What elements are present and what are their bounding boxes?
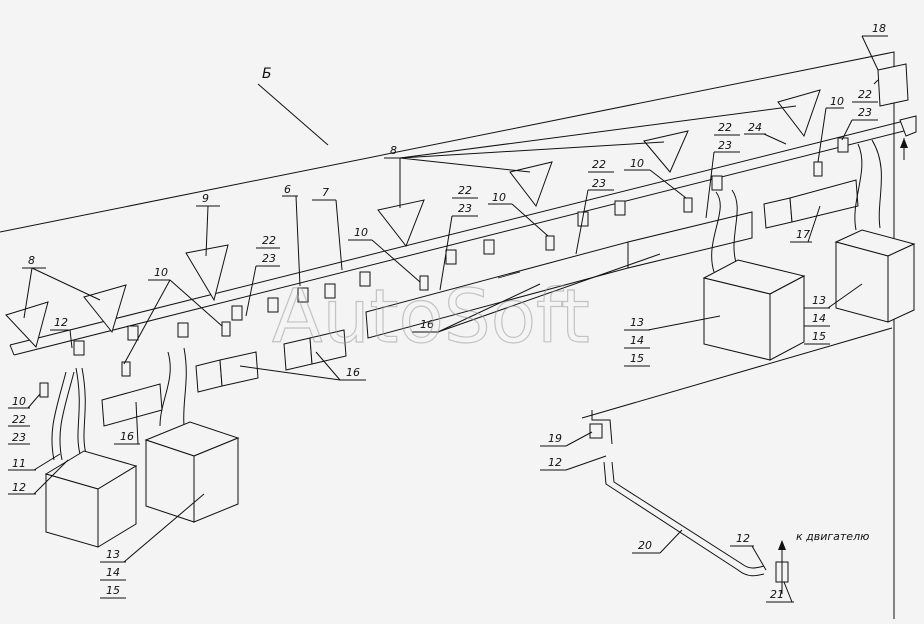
- label-15: 15: [812, 330, 826, 343]
- label-22: 22: [858, 88, 872, 101]
- view-frame: [0, 51, 895, 619]
- label-8: 8: [390, 144, 397, 157]
- label-22: 22: [718, 121, 732, 134]
- label-16: 16: [420, 318, 434, 331]
- label-8: 8: [28, 254, 35, 267]
- label-16: 16: [346, 366, 360, 379]
- label-13: 13: [630, 316, 644, 329]
- view-label: Б: [262, 66, 272, 82]
- engine-note: к двигателю: [796, 530, 869, 543]
- label-10: 10: [12, 395, 26, 408]
- label-14: 14: [812, 312, 826, 325]
- label-12: 12: [54, 316, 68, 329]
- reference-labels: 18 10 22 23 24 8 22 23 10 22 23 9 6 7 22…: [12, 22, 886, 601]
- label-13: 13: [106, 548, 120, 561]
- label-24: 24: [748, 121, 762, 134]
- pipe-assembly: [581, 327, 893, 594]
- label-10: 10: [830, 95, 844, 108]
- label-23: 23: [858, 106, 872, 119]
- label-23: 23: [718, 139, 732, 152]
- label-22: 22: [12, 413, 26, 426]
- label-7: 7: [322, 186, 329, 199]
- label-17: 17: [796, 228, 810, 241]
- label-14: 14: [630, 334, 644, 347]
- label-16: 16: [120, 430, 134, 443]
- hoses: [51, 139, 882, 461]
- label-20: 20: [638, 539, 652, 552]
- label-12: 12: [12, 481, 26, 494]
- label-9: 9: [202, 192, 209, 205]
- label-22: 22: [262, 234, 276, 247]
- label-12: 12: [548, 456, 562, 469]
- main-rail: [9, 115, 917, 356]
- plates: [39, 161, 823, 398]
- label-10: 10: [154, 266, 168, 279]
- label-22: 22: [458, 184, 472, 197]
- label-21: 21: [770, 588, 784, 601]
- flow-arrow: [900, 138, 908, 158]
- boxes: [44, 229, 916, 548]
- label-23: 23: [262, 252, 276, 265]
- label-12: 12: [736, 532, 750, 545]
- label-6: 6: [284, 183, 291, 196]
- part-18: [873, 63, 909, 107]
- label-10: 10: [630, 157, 644, 170]
- label-23: 23: [12, 431, 26, 444]
- label-10: 10: [354, 226, 368, 239]
- label-13: 13: [812, 294, 826, 307]
- brackets: [5, 89, 821, 348]
- label-19: 19: [548, 432, 562, 445]
- label-11: 11: [12, 457, 26, 470]
- label-23: 23: [458, 202, 472, 215]
- leader-view: [257, 83, 329, 146]
- label-10: 10: [492, 191, 506, 204]
- label-22: 22: [592, 158, 606, 171]
- label-15: 15: [106, 584, 120, 597]
- label-18: 18: [872, 22, 886, 35]
- leader-lines: [8, 35, 888, 603]
- label-23: 23: [592, 177, 606, 190]
- label-14: 14: [106, 566, 120, 579]
- label-15: 15: [630, 352, 644, 365]
- watermark: AutoSoft: [272, 274, 590, 360]
